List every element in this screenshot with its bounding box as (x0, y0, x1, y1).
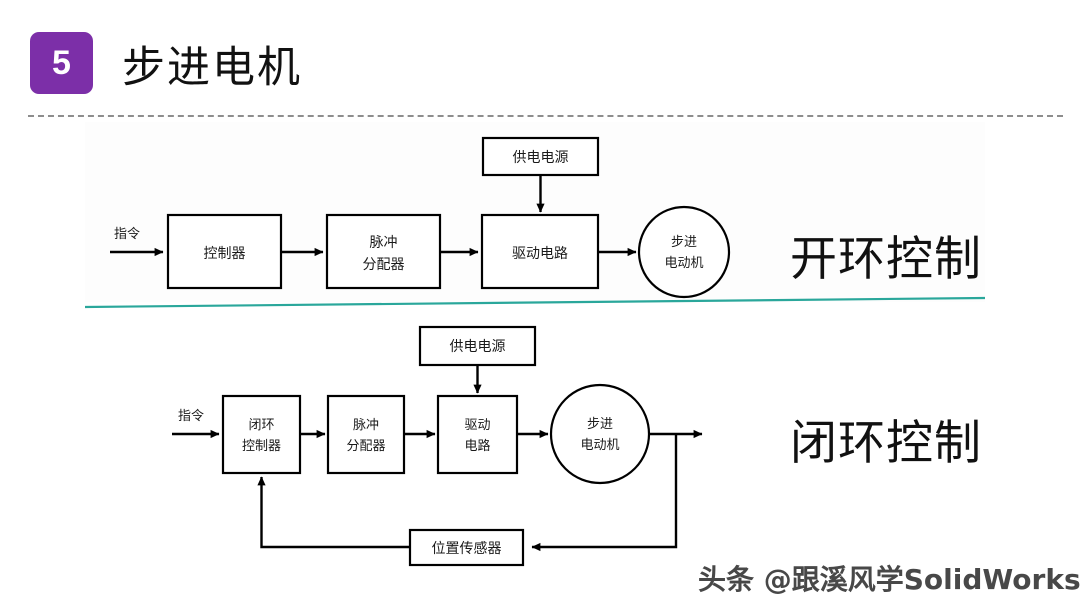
closed-wire-feedback (257, 476, 410, 549)
open-input-label: 指令 (114, 227, 140, 242)
closed-block-controller (221, 394, 302, 475)
closed-block-stepper-motor (549, 383, 651, 485)
closed-block-power-supply (418, 325, 537, 367)
slide-header: 5 步进电机 (0, 0, 1080, 108)
closed-block-drive-circuit (436, 394, 519, 475)
closed-block-position-sensor-label: 位置传感器 (432, 540, 502, 557)
open-block-pulse-distributor (325, 213, 442, 290)
closed-input-label: 指令 (178, 409, 204, 424)
diagram-closed-loop: 指令 闭环 控制器 脉冲 分配器 供电电源 驱动 电路 (172, 325, 703, 567)
section-number: 5 (52, 44, 71, 82)
section-number-badge: 5 (30, 32, 93, 94)
closed-block-drive-circuit-label-2: 电路 (464, 438, 490, 454)
open-block-drive-circuit (480, 213, 600, 290)
closed-block-controller-label-1: 闭环 (248, 418, 274, 433)
closed-block-stepper-motor-label-1: 步进 (587, 417, 613, 432)
caption-open-loop: 开环控制 (790, 232, 982, 287)
open-block-stepper-motor-label-2: 电动机 (664, 256, 703, 271)
closed-wire-output-to-sensor (531, 434, 678, 552)
closed-block-pulse-distributor-label-1: 脉冲 (353, 418, 379, 433)
open-block-power-supply (481, 136, 600, 177)
watermark: 头条 @跟溪风学SolidWorks (698, 563, 1080, 596)
open-block-pulse-distributor-label-1: 脉冲 (370, 235, 398, 251)
closed-block-pulse-distributor (326, 394, 406, 475)
open-block-power-supply-label: 供电电源 (513, 150, 569, 166)
closed-block-stepper-motor-label-2: 电动机 (580, 438, 619, 453)
open-block-drive-circuit-label: 驱动电路 (512, 246, 568, 262)
closed-block-controller-label-2: 控制器 (242, 439, 281, 454)
open-block-controller-label: 控制器 (204, 246, 246, 262)
open-block-stepper-motor-label-1: 步进 (671, 235, 697, 250)
open-block-pulse-distributor-label-2: 分配器 (363, 257, 405, 273)
teal-divider (85, 296, 985, 309)
open-block-stepper-motor (637, 205, 731, 299)
diagram-open-loop: 指令 控制器 脉冲 分配器 供电电源 驱动电路 (110, 136, 731, 299)
page-title: 步进电机 (122, 43, 302, 93)
closed-block-drive-circuit-label-1: 驱动 (464, 418, 490, 433)
closed-block-pulse-distributor-label-2: 分配器 (346, 439, 385, 454)
header-dashed-divider (28, 115, 1063, 117)
caption-closed-loop: 闭环控制 (790, 416, 982, 471)
closed-block-power-supply-label: 供电电源 (450, 339, 506, 355)
